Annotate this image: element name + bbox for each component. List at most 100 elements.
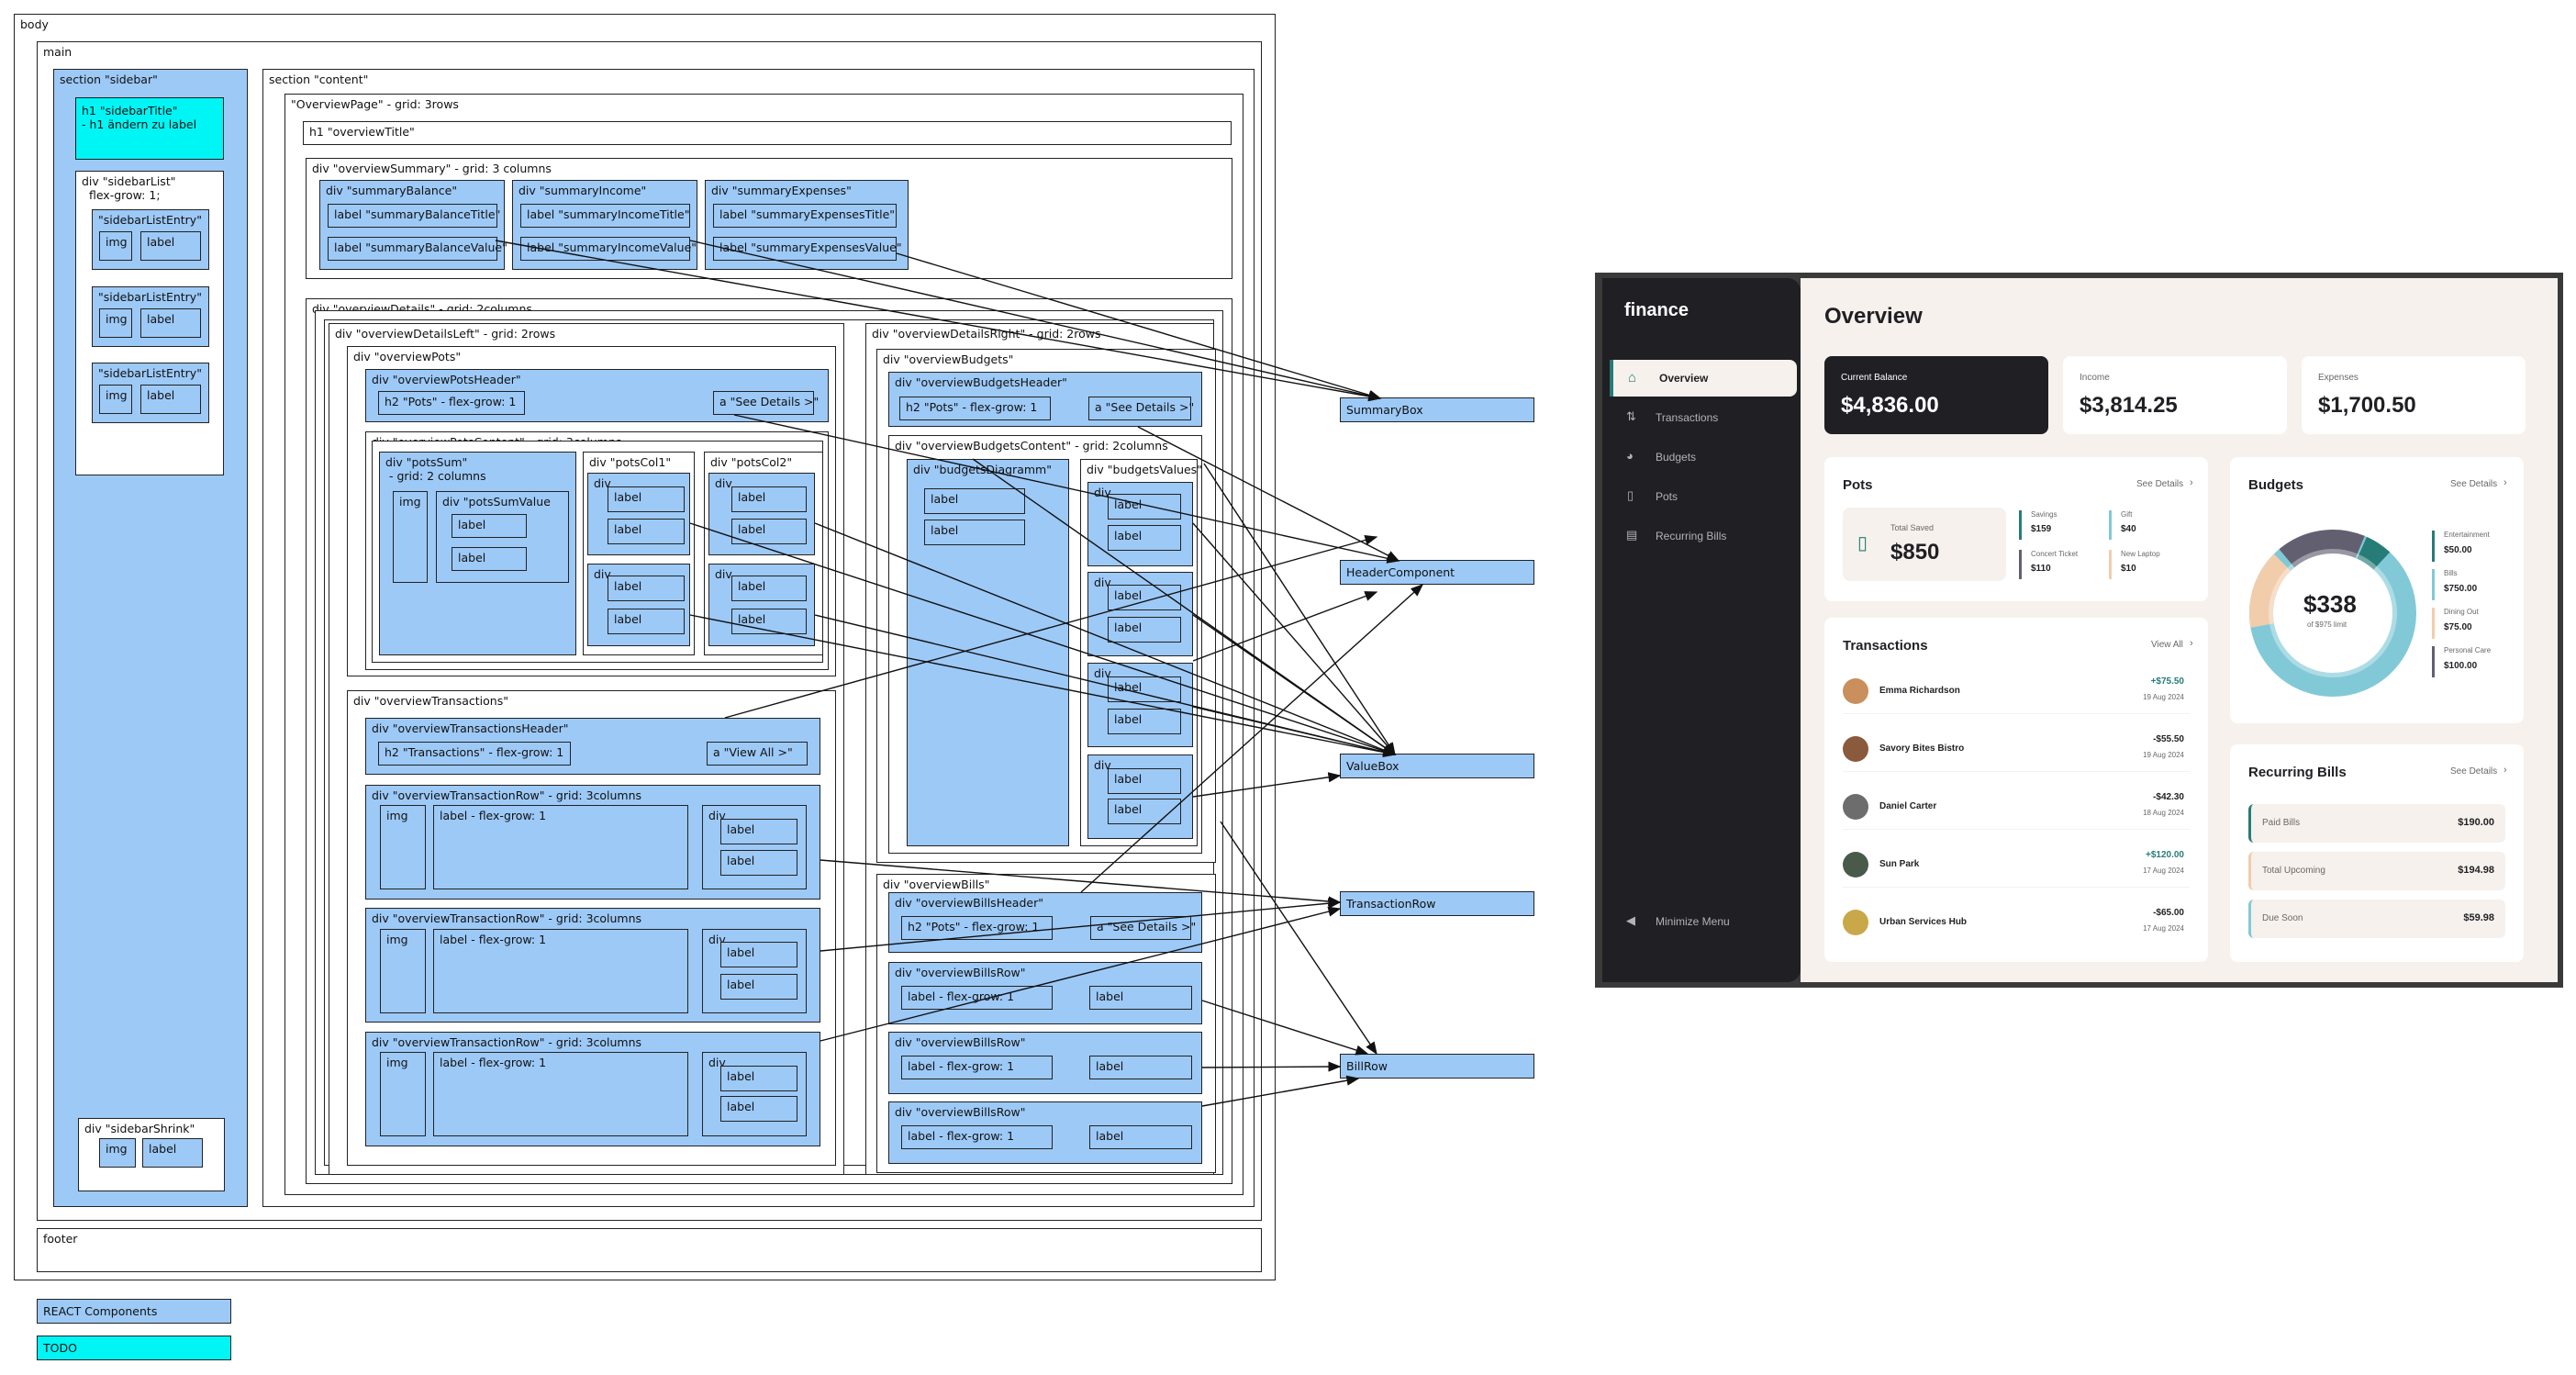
summary-income-card: Income $3,814.25 xyxy=(2063,356,2287,434)
pots-card: Pots See Details › ▯ Total Saved $850 Sa… xyxy=(1824,457,2208,601)
bills-title: Recurring Bills xyxy=(2248,765,2347,780)
bill-name: Due Soon xyxy=(2262,913,2303,923)
arrow xyxy=(1137,426,1400,562)
box-img: img xyxy=(380,805,426,889)
bill-row[interactable]: Paid Bills $190.00 xyxy=(2248,804,2505,843)
component-summary-box: SummaryBox xyxy=(1340,397,1534,422)
bill-row[interactable]: Total Upcoming $194.98 xyxy=(2248,852,2505,890)
box-label: h2 "Transactions" - flex-grow: 1 xyxy=(385,745,564,759)
box-label: img xyxy=(106,1142,128,1156)
pot-name: Gift xyxy=(2121,510,2133,519)
box-label: div xyxy=(715,476,732,490)
box-label: div "overviewBudgetsHeader" xyxy=(895,375,1067,389)
arrow xyxy=(1201,1000,1369,1056)
bill-row[interactable]: Due Soon $59.98 xyxy=(2248,900,2505,938)
box-label: label xyxy=(1096,989,1124,1003)
box-label: BillRow xyxy=(1346,1059,1388,1073)
box-sidebar-title: h1 "sidebarTitle" - h1 ändern zu label xyxy=(75,97,224,160)
pots-see-details-link[interactable]: See Details xyxy=(2136,479,2184,489)
box-label: label xyxy=(720,974,797,1000)
box-label: a "See Details >" xyxy=(1097,920,1197,933)
legend-label: REACT Components xyxy=(43,1304,158,1318)
transactions-view-all-link[interactable]: View All xyxy=(2151,640,2183,650)
box-label: ValueBox xyxy=(1346,759,1400,773)
box-label: label xyxy=(727,945,755,959)
budget-item: Entertainment $50.00 xyxy=(2432,531,2517,562)
bills-see-details-link[interactable]: See Details xyxy=(2450,766,2498,777)
nav-item-budgets[interactable]: ◕ Budgets xyxy=(1613,444,1793,470)
box-label: div xyxy=(1094,758,1111,772)
box-label: label xyxy=(1108,617,1181,643)
avatar xyxy=(1843,678,1868,704)
budget-name: Dining Out xyxy=(2444,608,2479,616)
receipt-icon: ▤ xyxy=(1626,528,1638,542)
nav-item-transactions[interactable]: ⇅ Transactions xyxy=(1613,405,1793,430)
box-img: img xyxy=(99,231,132,261)
arrow xyxy=(1192,522,1396,756)
component-bill-row: BillRow xyxy=(1340,1054,1534,1079)
nav-item-overview[interactable]: ⌂ Overview xyxy=(1610,360,1797,397)
pots-total-value: $850 xyxy=(1890,540,1940,565)
box-label: div "overviewBillsRow" xyxy=(895,1105,1026,1119)
box-summary-income-title: label "summaryIncomeTitle" xyxy=(520,204,690,228)
box-label: label xyxy=(614,490,642,504)
box-label: label xyxy=(608,576,685,601)
box-label: div "overviewBillsRow" xyxy=(895,966,1026,979)
box-label: label xyxy=(140,385,201,414)
transaction-date: 18 Aug 2024 xyxy=(2143,809,2184,817)
nav-item-recurring-bills[interactable]: ▤ Recurring Bills xyxy=(1613,523,1793,549)
box-label: label "summaryIncomeValue" xyxy=(527,240,697,254)
box-label: label xyxy=(931,523,959,537)
box-label: img xyxy=(386,933,408,946)
box-label: label xyxy=(142,1138,203,1168)
box-label: label xyxy=(1089,1125,1192,1149)
pot-value: $40 xyxy=(2121,524,2136,534)
box-label: label xyxy=(738,612,766,626)
arrow xyxy=(814,522,1397,755)
summary-expenses-title: Expenses xyxy=(2318,373,2359,383)
box-h2-transactions: h2 "Transactions" - flex-grow: 1 xyxy=(378,742,571,766)
box-label: label xyxy=(924,488,1025,514)
transaction-date: 17 Aug 2024 xyxy=(2143,866,2184,875)
box-label: div "overviewBudgets" xyxy=(883,352,1014,366)
box-label: label xyxy=(1089,1056,1192,1079)
box-label: div "overviewBills" xyxy=(883,878,990,891)
box-label: img xyxy=(106,388,128,402)
box-label: div "summaryExpenses" xyxy=(711,184,852,197)
box-label: label "summaryIncomeTitle" xyxy=(527,207,690,221)
transaction-date: 19 Aug 2024 xyxy=(2143,751,2184,759)
box-label-flex: label - flex-grow: 1 xyxy=(433,929,688,1013)
box-summary-balance-value: label "summaryBalanceValue" xyxy=(328,237,507,261)
box-label: img xyxy=(386,809,408,822)
arrow xyxy=(689,240,1382,401)
box-label: div "overviewTransactionsHeader" xyxy=(372,721,569,735)
box-label: "sidebarListEntry" xyxy=(98,213,202,227)
box-label: label xyxy=(140,308,201,338)
app-logo: finance xyxy=(1624,300,1689,320)
transactions-title: Transactions xyxy=(1843,638,1928,654)
arrow xyxy=(820,906,1342,1042)
box-img: img xyxy=(393,491,428,583)
arrow xyxy=(1192,772,1342,798)
box-label: label xyxy=(1108,585,1181,610)
budget-item: Bills $750.00 xyxy=(2432,569,2517,600)
bill-value: $190.00 xyxy=(2458,817,2494,828)
budget-value: $75.00 xyxy=(2444,622,2472,632)
box-label: label xyxy=(1108,709,1181,734)
transaction-name: Daniel Carter xyxy=(1879,801,1937,811)
box-label: h2 "Pots" - flex-grow: 1 xyxy=(908,920,1040,933)
budgets-center-sub: of $975 limit xyxy=(2307,620,2347,629)
minimize-menu-button[interactable]: ◀ Minimize Menu xyxy=(1613,909,1793,934)
nav-item-pots[interactable]: ▯ Pots xyxy=(1613,484,1793,509)
box-label: div "potsSum" - grid: 2 columns xyxy=(385,455,486,483)
box-label: label xyxy=(608,486,685,512)
transaction-amount: +$120.00 xyxy=(2146,850,2184,860)
budgets-see-details-link[interactable]: See Details xyxy=(2450,479,2498,489)
box-label: div "overviewPotsHeader" xyxy=(372,373,521,386)
box-label: h1 "overviewTitle" xyxy=(309,125,415,139)
